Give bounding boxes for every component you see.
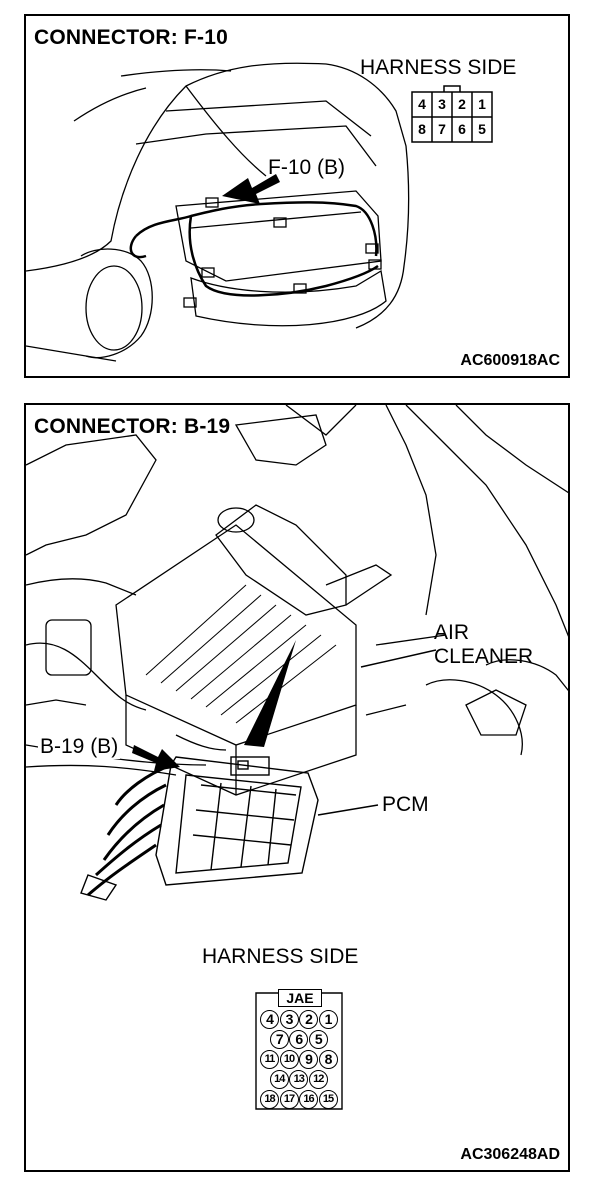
connector-tag-jae: JAE xyxy=(278,989,322,1007)
b19-pin-9: 9 xyxy=(299,1050,318,1069)
connector-b19-panel: CONNECTOR: B-19 xyxy=(24,403,570,1172)
b19-pin-13: 13 xyxy=(289,1070,309,1089)
f10-harness-side-label: HARNESS SIDE xyxy=(360,56,517,79)
b19-pin-3: 3 xyxy=(279,1010,299,1029)
f10-pin-1: 1 xyxy=(478,96,486,112)
b19-pin-17: 17 xyxy=(279,1090,299,1109)
b19-pin-5: 5 xyxy=(308,1030,328,1049)
b19-pin-8: 8 xyxy=(318,1050,338,1069)
pcm-label: PCM xyxy=(382,793,429,816)
air-cleaner-label-line1: AIR xyxy=(434,621,470,644)
b19-pin-15: 15 xyxy=(318,1090,338,1109)
connector-b19-title: CONNECTOR: B-19 xyxy=(34,415,231,438)
f10-pin-3: 3 xyxy=(438,96,446,112)
f10-callout-label: F-10 (B) xyxy=(268,156,346,179)
b19-pin-16: 16 xyxy=(299,1090,318,1109)
car-rear-illustration xyxy=(26,62,410,362)
f10-pin-7: 7 xyxy=(438,121,446,137)
f10-connector-face xyxy=(411,85,493,143)
f10-pin-6: 6 xyxy=(458,121,466,137)
b19-pin-14: 14 xyxy=(269,1070,289,1089)
f10-figure-code: AC600918AC xyxy=(460,352,560,369)
b19-figure-code: AC306248AD xyxy=(460,1146,560,1163)
connector-f10-panel: CONNECTOR: F-10 HARNESS SIDE F-10 (B) AC… xyxy=(24,14,570,378)
b19-pin-18: 18 xyxy=(260,1090,279,1109)
f10-pin-8: 8 xyxy=(418,121,426,137)
b19-pin-4: 4 xyxy=(260,1010,279,1029)
engine-bay-illustration xyxy=(26,405,568,1110)
b19-pin-1: 1 xyxy=(318,1010,338,1029)
f10-pin-2: 2 xyxy=(458,96,466,112)
connector-f10-title: CONNECTOR: F-10 xyxy=(34,26,228,49)
b19-pin-2: 2 xyxy=(299,1010,318,1029)
b19-pin-11: 11 xyxy=(260,1050,279,1069)
f10-pin-5: 5 xyxy=(478,121,486,137)
b19-pin-10: 10 xyxy=(279,1050,299,1069)
b19-pin-6: 6 xyxy=(289,1030,309,1049)
b19-pin-12: 12 xyxy=(308,1070,328,1089)
b19-harness-side-label: HARNESS SIDE xyxy=(202,945,359,968)
f10-pin-4: 4 xyxy=(418,96,426,112)
air-cleaner-label-line2: CLEANER xyxy=(434,645,534,668)
b19-pin-7: 7 xyxy=(269,1030,289,1049)
b19-callout-label: B-19 (B) xyxy=(38,735,121,759)
